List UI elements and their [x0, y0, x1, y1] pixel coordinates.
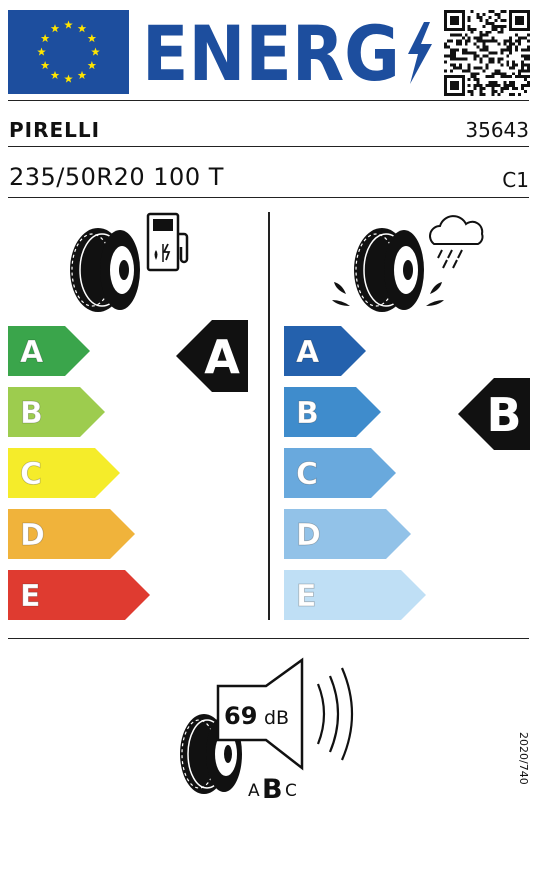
- fuel-arrow-b: B: [8, 387, 105, 437]
- energy-heading-text: ENERG: [142, 14, 400, 90]
- eu-star-icon: [40, 61, 50, 70]
- eu-star-icon: [64, 20, 73, 29]
- noise-section: 69 dB A B C: [180, 657, 354, 802]
- tyre-model-code: 35643: [465, 118, 529, 142]
- wet-grip-arrow-b: B: [284, 387, 381, 437]
- qr-code-icon: [444, 10, 530, 96]
- fuel-arrow-c: C: [8, 448, 120, 498]
- fuel-rating-letter: A: [204, 330, 240, 384]
- eu-star-icon: [77, 70, 87, 80]
- sound-waves-icon: [316, 667, 354, 761]
- fuel-arrow-d: D: [8, 509, 135, 559]
- eu-star-icon: [50, 24, 60, 33]
- wet-grip-arrow-a: A: [284, 326, 366, 376]
- fuel-arrow-label: B: [20, 396, 43, 431]
- wet-grip-arrow-d: D: [284, 509, 411, 559]
- brand-divider: [8, 146, 529, 147]
- wet-grip-arrow-c: C: [284, 448, 396, 498]
- eu-star-icon: [77, 24, 87, 33]
- fuel-arrow-label: C: [20, 457, 42, 492]
- rain-cloud-icon: [429, 215, 484, 269]
- section-divider: [268, 212, 270, 620]
- fuel-arrow-label: E: [20, 579, 41, 614]
- noise-unit: dB: [264, 707, 289, 729]
- eu-star-icon: [37, 47, 46, 56]
- wet-grip-arrow-label: E: [296, 579, 317, 614]
- noise-class-right: C: [285, 781, 297, 801]
- fuel-pump-icon: [146, 212, 189, 272]
- wet-grip-section-icons: [332, 215, 484, 312]
- energy-heading: ENERG: [142, 14, 432, 90]
- eu-star-icon: [87, 61, 97, 70]
- noise-class-selected: B: [262, 774, 283, 802]
- wet-grip-arrow-label: D: [296, 518, 321, 553]
- eu-star-icon: [87, 34, 97, 43]
- eu-flag-icon: [8, 10, 129, 94]
- tyre-size: 235/50R20 100 T: [9, 163, 224, 191]
- fuel-arrow-label: A: [20, 335, 44, 370]
- tyre-class: C1: [502, 168, 529, 192]
- fuel-section-icons: [70, 212, 189, 312]
- eu-star-icon: [64, 74, 73, 83]
- fuel-arrow-a: A: [8, 326, 90, 376]
- tyre-brand: PIRELLI: [9, 118, 101, 142]
- lightning-icon: [408, 22, 432, 84]
- wet-grip-arrow-label: B: [296, 396, 319, 431]
- noise-divider: [8, 638, 529, 639]
- eu-star-icon: [40, 34, 50, 43]
- eu-star-icon: [50, 70, 60, 80]
- wet-grip-arrow-e: E: [284, 570, 426, 620]
- noise-value: 69: [224, 702, 257, 730]
- regulation-number-text: 2020/740: [517, 732, 530, 785]
- tyre-icon: [70, 228, 140, 312]
- tyre-icon: [354, 228, 424, 312]
- fuel-rating-badge: A: [176, 320, 248, 392]
- wet-grip-rating-badge: B: [458, 378, 530, 450]
- fuel-arrow-label: D: [20, 518, 45, 553]
- wet-grip-rating-letter: B: [486, 388, 521, 442]
- noise-class-left: A: [248, 781, 260, 801]
- header-divider: [8, 100, 529, 101]
- wet-grip-arrow-label: C: [296, 457, 318, 492]
- eu-star-icon: [91, 47, 100, 56]
- fuel-arrow-e: E: [8, 570, 150, 620]
- size-divider: [8, 197, 529, 198]
- regulation-number: 2020/740: [512, 732, 532, 802]
- wet-grip-arrow-label: A: [296, 335, 320, 370]
- speaker-icon: [216, 657, 304, 771]
- water-splash-icon: [332, 282, 444, 306]
